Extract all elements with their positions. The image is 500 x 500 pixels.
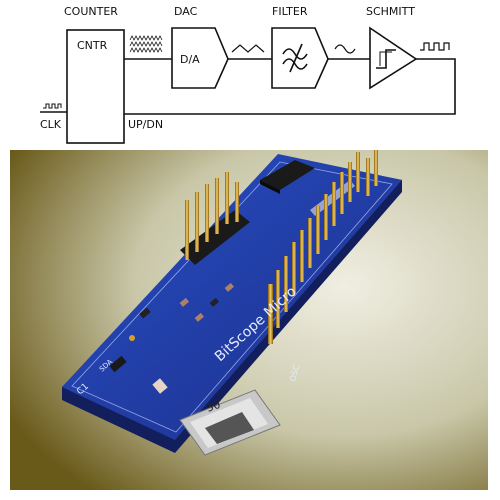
square-waveform <box>420 42 450 51</box>
smd-components <box>109 282 234 394</box>
filter-symbol-icon <box>282 43 308 73</box>
clk-input: CLK <box>40 103 67 131</box>
counter-block <box>66 29 125 144</box>
dac-label: DAC <box>174 5 198 18</box>
board-photo: BitScope Micro C1 SDA OSC 50 <box>10 150 488 490</box>
triangle-waveform <box>231 44 265 53</box>
ic-chip <box>260 160 315 194</box>
hysteresis-icon-inner <box>379 51 392 66</box>
port-label-osc: OSC <box>288 363 301 382</box>
feedback-wire <box>124 58 456 115</box>
clk-label: CLK <box>40 118 62 131</box>
usb-connector-text: 50 <box>205 398 223 415</box>
pin-header-right <box>268 150 378 344</box>
counter-output-waveform <box>129 35 163 53</box>
counter-label: COUNTER <box>64 5 118 18</box>
block-diagram: COUNTER DAC FILTER SCHMITT CNTR CLK D/A … <box>40 5 456 144</box>
usb-connector: 50 <box>179 389 281 456</box>
cntr-label: CNTR <box>77 39 108 52</box>
pin-header-left <box>180 172 250 265</box>
filter-block <box>271 27 329 89</box>
da-label: D/A <box>180 53 200 66</box>
filter-label: FILTER <box>272 5 308 18</box>
updn-label: UP/DN <box>128 118 163 131</box>
dac-block <box>171 27 229 89</box>
schmitt-block <box>369 26 418 90</box>
schmitt-label: SCHMITT <box>366 5 415 18</box>
hysteresis-icon <box>376 49 396 69</box>
sine-waveform <box>334 44 356 54</box>
